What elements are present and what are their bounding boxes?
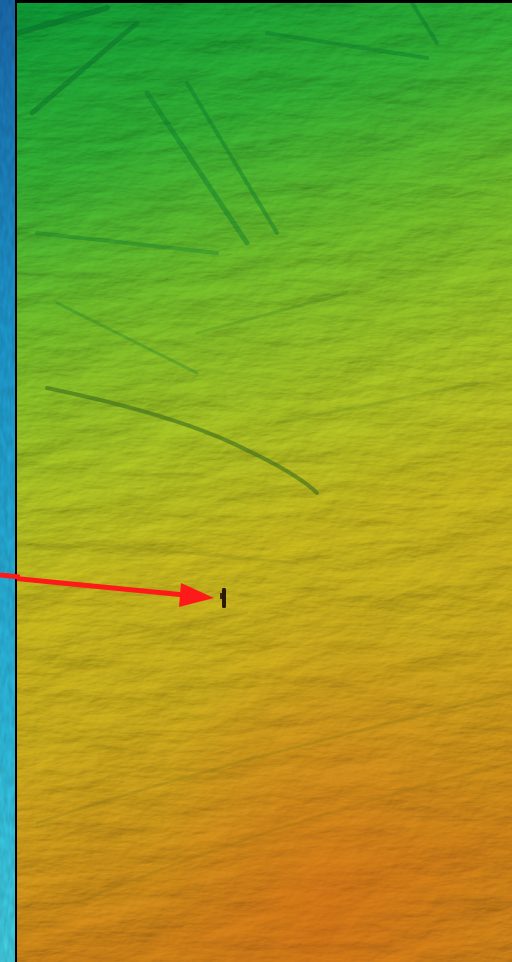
small-dark-object: [220, 588, 226, 608]
arrow-right-icon: [17, 576, 214, 607]
arrow-tail: [0, 572, 20, 580]
ridge-lines: [17, 3, 512, 905]
top-border: [15, 0, 512, 3]
shaded-relief-map: [17, 3, 512, 962]
adjacent-panel-strip: [0, 0, 15, 962]
fine-texture-layer: [17, 3, 512, 962]
panel-divider: [15, 0, 17, 962]
